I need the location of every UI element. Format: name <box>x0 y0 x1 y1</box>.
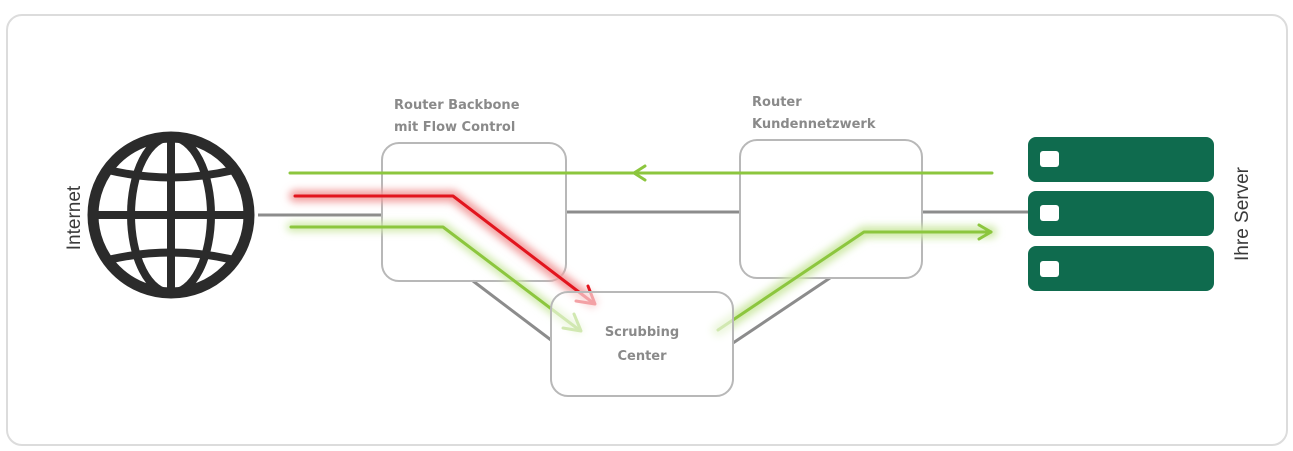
return-flow-arrowhead <box>632 164 647 182</box>
router-kunden-label-line1: Router <box>752 95 802 110</box>
link-backbone-scrubbing <box>472 279 552 342</box>
cleaned-flow-arrowhead <box>977 223 993 241</box>
router-backbone-label-line1: Router Backbone <box>394 98 520 113</box>
attack-flow-line <box>293 194 594 304</box>
network-links <box>258 210 1028 345</box>
router-backbone-label-line2: mit Flow Control <box>394 120 515 135</box>
cleaned-flow-line <box>716 230 993 332</box>
globe-icon <box>87 131 255 299</box>
internet-label: Internet <box>64 185 85 250</box>
server-stack-icon <box>1028 137 1214 291</box>
router-kunden-label-line2: Kundennetzwerk <box>752 117 876 132</box>
scrubbing-label-line2: Center <box>617 349 667 364</box>
traffic-flows <box>285 164 997 336</box>
inbound-flow-line <box>289 225 580 331</box>
servers-label: Ihre Server <box>1232 166 1253 261</box>
scrubbing-label-line1: Scrubbing <box>605 325 679 340</box>
scrubbing-center-box <box>550 291 734 397</box>
link-scrubbing-kunden <box>732 276 831 345</box>
